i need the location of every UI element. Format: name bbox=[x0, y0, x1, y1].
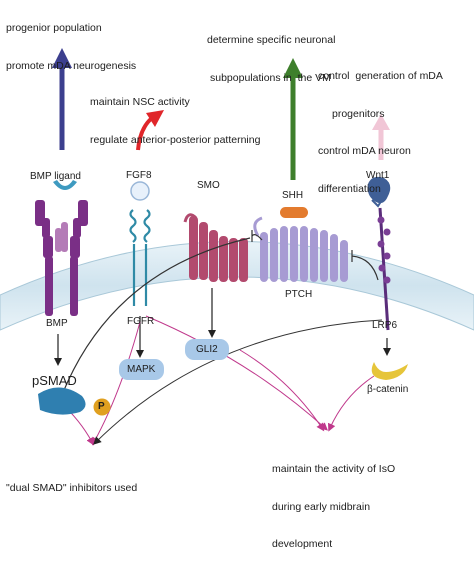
wnt1-effect-arrow bbox=[372, 114, 390, 160]
fgf8-effect-line-2: regulate anterior-posterior patterning bbox=[90, 133, 261, 146]
ptch-shape bbox=[253, 216, 348, 282]
fgf8-ligand-shape bbox=[130, 181, 150, 201]
gli2-to-iso-arrow bbox=[239, 349, 325, 432]
lrp6-inhibition bbox=[351, 250, 379, 281]
beta-catenin-shape bbox=[371, 362, 408, 380]
label-gli2: GLI2 bbox=[196, 344, 218, 355]
mapk-box bbox=[119, 359, 164, 380]
wnt1-effect-line-2: progenitors bbox=[332, 107, 385, 120]
bmp-effect-arrow bbox=[52, 48, 72, 150]
label-lrp6: LRP6 bbox=[372, 320, 398, 331]
dual-smad-line-1: "dual SMAD" inhibitors used bbox=[6, 482, 138, 494]
bmp-ligand-shape bbox=[53, 180, 77, 190]
label-fgfr: FGFR bbox=[127, 316, 155, 327]
phospho-badge bbox=[93, 398, 111, 416]
pathway-diagram bbox=[0, 48, 474, 446]
fgfr-to-inhibitor-arrow bbox=[92, 321, 141, 446]
fgfr-to-iso-arrow bbox=[145, 315, 328, 431]
label-fgf8: FGF8 bbox=[126, 170, 152, 181]
iso-effect-text: maintain the activity of IsO during earl… bbox=[272, 438, 395, 563]
label-smo: SMO bbox=[197, 180, 220, 191]
fgf8-effect-text: maintain NSC activity regulate anterior-… bbox=[90, 71, 260, 159]
shh-effect-line-2: subpopulations in the VM bbox=[210, 71, 331, 84]
label-wnt1: Wnt1 bbox=[366, 170, 390, 181]
label-bmp-ligand: BMP ligand bbox=[30, 171, 81, 182]
bmp-receptor-shape bbox=[35, 200, 88, 316]
wnt1-effect-line-3: control mDA neuron bbox=[318, 145, 411, 157]
iso-effect-line-1: maintain the activity of IsO bbox=[272, 463, 396, 475]
wnt1-effect-line-4: differentiation bbox=[318, 182, 381, 195]
psmad-shape bbox=[38, 387, 86, 415]
lrp6-to-inhibitor-arrow bbox=[93, 319, 383, 445]
label-bmp: BMP bbox=[46, 318, 68, 329]
cell-membrane bbox=[0, 241, 474, 331]
lrp6-shape bbox=[377, 207, 391, 331]
wnt1-ligand-shape bbox=[367, 176, 391, 208]
iso-effect-line-2: during early midbrain bbox=[272, 500, 371, 513]
bmp-effect-line-1: progenior population bbox=[6, 22, 102, 34]
fgfr-shape bbox=[129, 209, 151, 306]
shh-effect-text: determine specific neuronal subpopulatio… bbox=[207, 9, 335, 97]
label-psmad: pSMAD bbox=[32, 373, 77, 388]
iso-effect-line-3: development bbox=[272, 538, 333, 550]
smo-shape bbox=[183, 213, 248, 282]
shh-effect-arrow bbox=[283, 58, 303, 180]
fgf8-effect-arrow bbox=[136, 110, 164, 151]
dual-smad-text: "dual SMAD" inhibitors used bbox=[6, 457, 137, 507]
label-beta-catenin: β-catenin bbox=[367, 384, 409, 395]
fgf8-effect-line-1: maintain NSC activity bbox=[90, 96, 190, 108]
bmp-to-smo-curve bbox=[59, 237, 251, 401]
label-shh: SHH bbox=[282, 190, 304, 201]
bmp-effect-text: progenior population promote mDA neuroge… bbox=[6, 0, 136, 85]
diagram: progenior population promote mDA neuroge… bbox=[0, 0, 474, 550]
shh-effect-line-1: determine specific neuronal bbox=[207, 34, 336, 46]
label-phospho: P bbox=[98, 401, 105, 412]
catenin-to-iso-arrow bbox=[328, 375, 375, 432]
bmp-effect-line-2: promote mDA neurogenesis bbox=[6, 59, 137, 72]
label-mapk: MAPK bbox=[127, 364, 156, 375]
label-ptch: PTCH bbox=[285, 289, 313, 300]
gli2-box bbox=[185, 339, 229, 360]
ptch-inhibits-smo bbox=[251, 230, 263, 242]
wnt1-effect-text: control generation of mDA progenitors co… bbox=[318, 45, 443, 208]
wnt1-effect-line-1: control generation of mDA bbox=[318, 70, 443, 82]
shh-ligand-shape bbox=[280, 207, 308, 218]
